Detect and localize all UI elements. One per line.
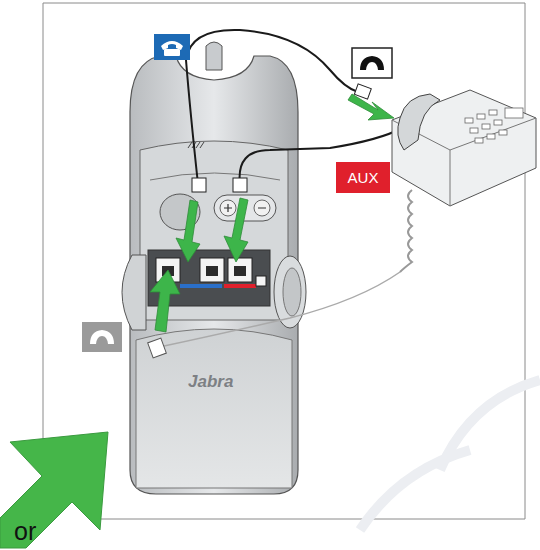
aux-label-box: AUX bbox=[336, 162, 390, 193]
handset-icon-white bbox=[352, 48, 392, 78]
watermark-shape bbox=[360, 380, 540, 530]
desk-phone bbox=[392, 90, 536, 206]
brand-logo-text: Jabra bbox=[188, 372, 233, 392]
node-text: AUX bbox=[348, 169, 379, 186]
cables bbox=[148, 30, 412, 358]
green-arrows bbox=[150, 94, 394, 332]
handset-icon-grey bbox=[82, 322, 122, 352]
arrow-outline bbox=[0, 432, 108, 548]
line-icon-blue bbox=[154, 34, 190, 60]
node-text: or bbox=[14, 517, 36, 546]
base-station bbox=[122, 42, 306, 494]
or-arrow: or bbox=[0, 430, 112, 550]
